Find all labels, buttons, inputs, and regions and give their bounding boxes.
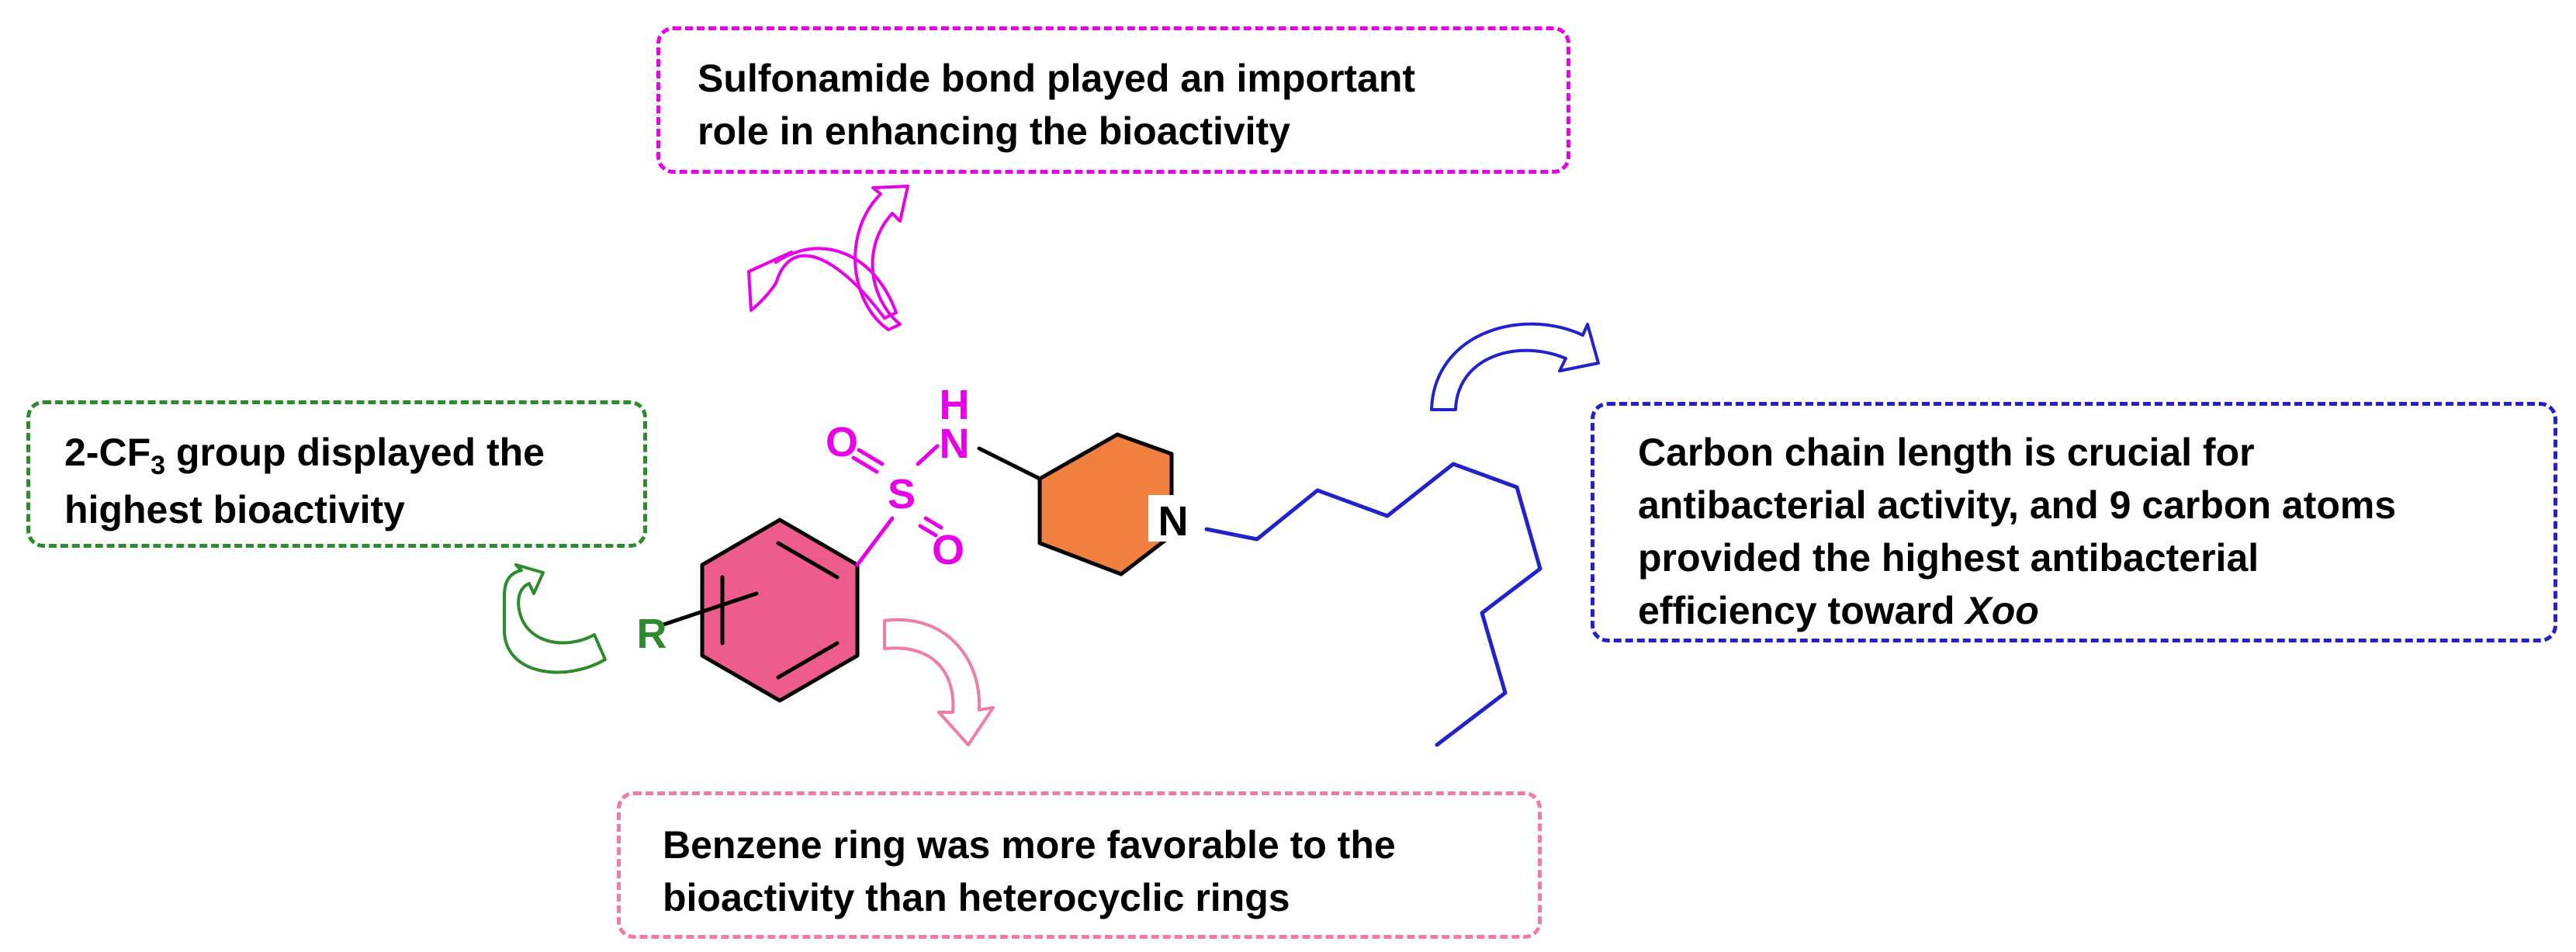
cf3-subscript: 3 <box>151 451 166 480</box>
carbon-line4-text: efficiency toward <box>1638 589 1966 632</box>
callout-sulfonamide-line1: Sulfonamide bond played an important <box>698 57 1416 100</box>
callout-benzene: Benzene ring was more favorable to the b… <box>617 791 1542 939</box>
curved-arrow-pink-icon <box>883 618 995 746</box>
atom-oxygen-bottom: O <box>932 527 964 573</box>
callout-carbon-line4: efficiency toward Xoo <box>1638 584 2522 637</box>
piperidine-n-label-bg <box>1148 495 1195 542</box>
callout-carbon-chain: Carbon chain length is crucial for antib… <box>1591 402 2557 642</box>
curved-arrow-green-icon <box>503 563 607 674</box>
curved-arrow-magenta-icon <box>747 247 898 320</box>
r-substituent-bond <box>661 591 759 627</box>
atom-oxygen-top: O <box>826 419 858 466</box>
callout-sulfonamide-line2: role in enhancing the bioactivity <box>698 109 1291 153</box>
atom-nitrogen-amide: N <box>940 421 970 467</box>
atom-hydrogen: H <box>940 382 970 428</box>
benzene-ring <box>700 518 860 703</box>
callout-sulfonamide: Sulfonamide bond played an important rol… <box>656 26 1570 174</box>
amide-piperidine-bond <box>977 446 1042 481</box>
nonyl-chain <box>1204 462 1542 747</box>
callout-carbon-line2: antibacterial activity, and 9 carbon ato… <box>1638 483 2397 527</box>
callout-benzene-line1: Benzene ring was more favorable to the <box>663 823 1396 867</box>
callout-cf3-line2: highest bioactivity <box>64 488 405 532</box>
callout-cf3: 2-CF3 group displayed the highest bioact… <box>26 400 647 548</box>
callout-carbon-line1: Carbon chain length is crucial for <box>1638 431 2255 474</box>
sulfonamide-bonds <box>851 444 943 567</box>
cf3-prefix: 2-CF <box>64 431 151 474</box>
callout-carbon-line3: provided the highest antibacterial <box>1638 536 2259 580</box>
cf3-suffix: group displayed the <box>165 431 545 474</box>
curved-arrow-magenta-icon-body <box>853 185 909 331</box>
atom-nitrogen-ring: N <box>1158 498 1189 545</box>
callout-cf3-line1: 2-CF3 group displayed the <box>64 426 628 483</box>
callout-benzene-line2: bioactivity than heterocyclic rings <box>663 876 1290 919</box>
atom-r: R <box>637 611 667 657</box>
atom-sulfur: S <box>888 471 916 518</box>
xoo-italic: Xoo <box>1965 589 2039 632</box>
benzene-inner-bonds <box>720 541 840 680</box>
curved-arrow-blue-icon <box>1430 322 1600 411</box>
